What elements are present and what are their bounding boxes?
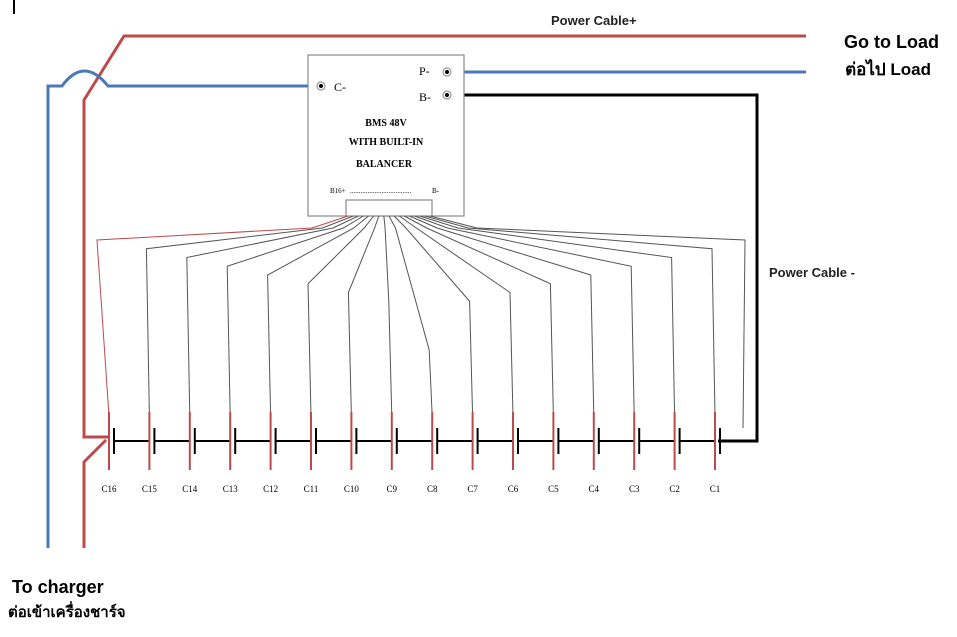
connector-label-dots: ................................... (350, 187, 412, 195)
cell-label: C4 (589, 484, 600, 494)
balance-sense-wire (96, 215, 349, 417)
cell-label: C7 (467, 484, 478, 494)
balance-sense-wire (429, 215, 746, 429)
balance-sense-wire (347, 215, 380, 417)
balance-sense-wire (383, 215, 393, 417)
cell-label: C14 (182, 484, 198, 494)
cell-label: C6 (508, 484, 519, 494)
terminal-b-label: B- (419, 90, 431, 104)
go-to-load-label: Go to Load (844, 32, 939, 52)
positive-power-cable (82, 34, 806, 439)
balance-sense-wire (414, 215, 635, 417)
cell-label: C2 (669, 484, 680, 494)
battery-negative-cable (448, 93, 759, 443)
balance-sense-wire (424, 215, 716, 417)
power-cable-negative-label: Power Cable - (769, 265, 855, 280)
terminal-p-inner (445, 70, 449, 74)
cell-label: C16 (101, 484, 117, 494)
cell-label: C11 (304, 484, 319, 494)
balance-connector (345, 199, 433, 217)
power-cable-positive-label: Power Cable+ (551, 13, 637, 28)
balance-sense-wire (226, 215, 364, 417)
balance-sense-wire (393, 215, 474, 417)
balance-sense-wire (419, 215, 676, 417)
bms-title-line3: BALANCER (356, 159, 413, 170)
terminal-p-label: P- (419, 64, 430, 78)
balance-sense-wire (409, 215, 595, 417)
bms-box (307, 54, 465, 217)
balance-sense-wire (267, 215, 369, 417)
connector-label-right: B- (432, 187, 440, 195)
balance-sense-wire (398, 215, 514, 417)
balance-sense-wire (307, 215, 375, 417)
terminal-b-inner (445, 93, 449, 97)
connector-label-left: B16+ (330, 187, 346, 195)
cell-label: C1 (710, 484, 721, 494)
cell-label: C15 (142, 484, 158, 494)
terminal-c-label: C- (334, 80, 346, 94)
terminal-c-inner (319, 84, 323, 88)
cell-label: C3 (629, 484, 640, 494)
cell-label: C5 (548, 484, 559, 494)
positive-charger-lead (82, 438, 108, 548)
cell-label: C13 (223, 484, 239, 494)
cell-label: C8 (427, 484, 438, 494)
cell-label: C10 (344, 484, 360, 494)
to-charger-label: To charger (12, 577, 104, 597)
cell-label: C9 (387, 484, 398, 494)
cell-label: C12 (263, 484, 278, 494)
go-to-load-thai-label: ต่อไป Load (845, 59, 931, 79)
balance-sense-wire (145, 215, 354, 417)
balance-sense-wire (404, 215, 554, 417)
bms-title-line1: BMS 48V (365, 118, 407, 129)
charger-negative-wire (46, 69, 318, 548)
balance-sense-wire (388, 215, 433, 417)
to-charger-thai-label: ต่อเข้าเครื่องชาร์จ (8, 601, 126, 621)
bms-title-line2: WITH BUILT-IN (349, 137, 424, 148)
balance-sense-wire (186, 215, 359, 417)
